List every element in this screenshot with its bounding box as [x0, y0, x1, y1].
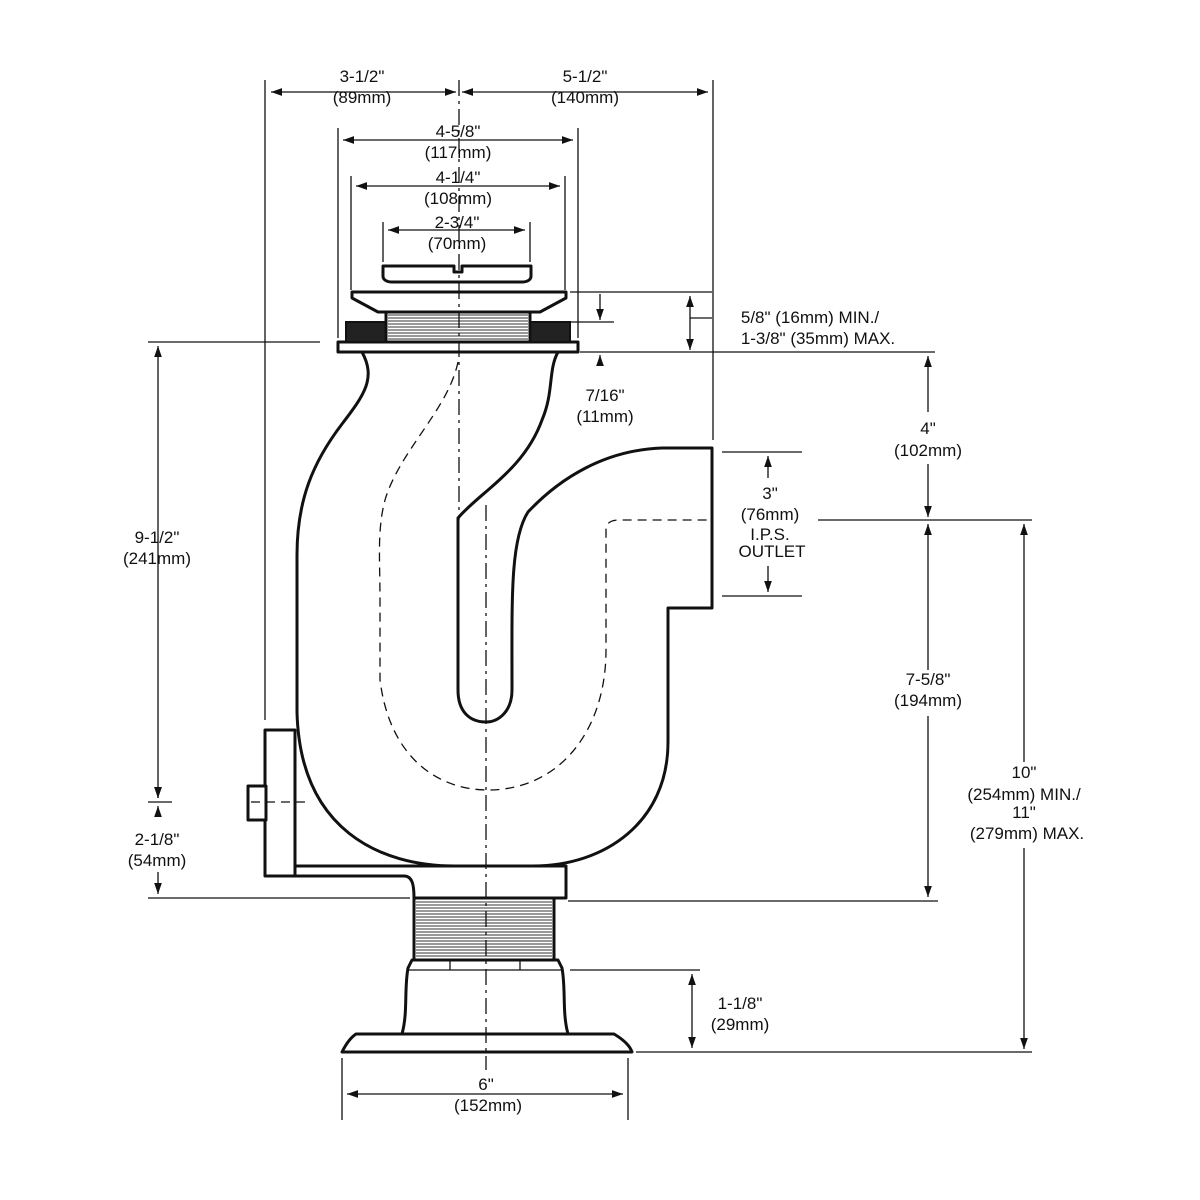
dim-outlet-ips: I.P.S.	[750, 525, 789, 544]
base-flange	[340, 1032, 634, 1054]
dim-cleanout-mm: (54mm)	[128, 851, 187, 870]
gasket-right	[529, 321, 571, 343]
dim-flange-outer-mm: (117mm)	[425, 143, 492, 162]
dim-outlet-mm: (76mm)	[741, 505, 800, 524]
dim-flange-lip-in: 7/16"	[585, 386, 624, 405]
trap-body	[246, 264, 714, 1054]
inner-flow-path	[378, 361, 712, 791]
dim-top-to-outlet-in: 4"	[920, 419, 936, 438]
dim-base-height-in: 1-1/8"	[718, 994, 763, 1013]
gasket-left	[345, 321, 387, 343]
dim-total-height-min-mm: (254mm) MIN./	[967, 785, 1081, 804]
dim-cleanout-in: 2-1/8"	[135, 830, 180, 849]
dim-flange-inner-mm: (108mm)	[424, 189, 492, 208]
dim-sink-thickness-max: 1-3/8" (35mm) MAX.	[741, 329, 895, 348]
dim-top-to-outlet-mm: (102mm)	[894, 441, 962, 460]
dim-sink-thickness-min: 5/8" (16mm) MIN./	[741, 308, 880, 327]
dim-outlet-to-bottom-in: 7-5/8"	[906, 670, 951, 689]
cleanout-plate	[263, 728, 297, 878]
dim-outlet-in: 3"	[762, 484, 778, 503]
dim-total-height-max-in: 11"	[1012, 803, 1036, 822]
bottom-elbow	[293, 864, 568, 900]
body-threads	[388, 314, 528, 340]
dim-strainer-mm: (70mm)	[428, 234, 487, 253]
dim-flange-outer-in: 4-5/8"	[436, 122, 481, 141]
trap-outline	[295, 350, 714, 868]
strainer-basket	[350, 290, 568, 314]
dim-base-width-in: 6"	[478, 1075, 494, 1094]
cleanout-plug	[246, 784, 268, 822]
dim-outlet-label: OUTLET	[738, 542, 805, 561]
dim-base-width-mm: (152mm)	[454, 1096, 522, 1115]
tail-threads	[416, 901, 552, 957]
dim-left-to-center-mm: (89mm)	[333, 88, 392, 107]
dim-total-height-min-in: 10"	[1012, 763, 1037, 782]
dim-flange-lip-mm: (11mm)	[576, 407, 633, 426]
dim-overall-left-mm: (241mm)	[123, 549, 191, 568]
dim-base-height-mm: (29mm)	[711, 1015, 770, 1034]
dimension-labels: 3-1/2" (89mm) 5-1/2" (140mm) 4-5/8" (117…	[123, 67, 1084, 1115]
dim-outlet-to-bottom-mm: (194mm)	[894, 691, 962, 710]
dim-strainer-in: 2-3/4"	[435, 213, 480, 232]
dim-left-to-center-in: 3-1/2"	[340, 67, 385, 86]
base-nut	[400, 958, 570, 1036]
dim-center-to-outlet-in: 5-1/2"	[563, 67, 608, 86]
strainer-cap	[381, 264, 533, 284]
dim-flange-inner-in: 4-1/4"	[436, 168, 481, 187]
dim-center-to-outlet-mm: (140mm)	[551, 88, 619, 107]
dim-overall-left-in: 9-1/2"	[135, 528, 180, 547]
dim-total-height-max-mm: (279mm) MAX.	[970, 824, 1084, 843]
dimension-lines	[148, 80, 1032, 1120]
